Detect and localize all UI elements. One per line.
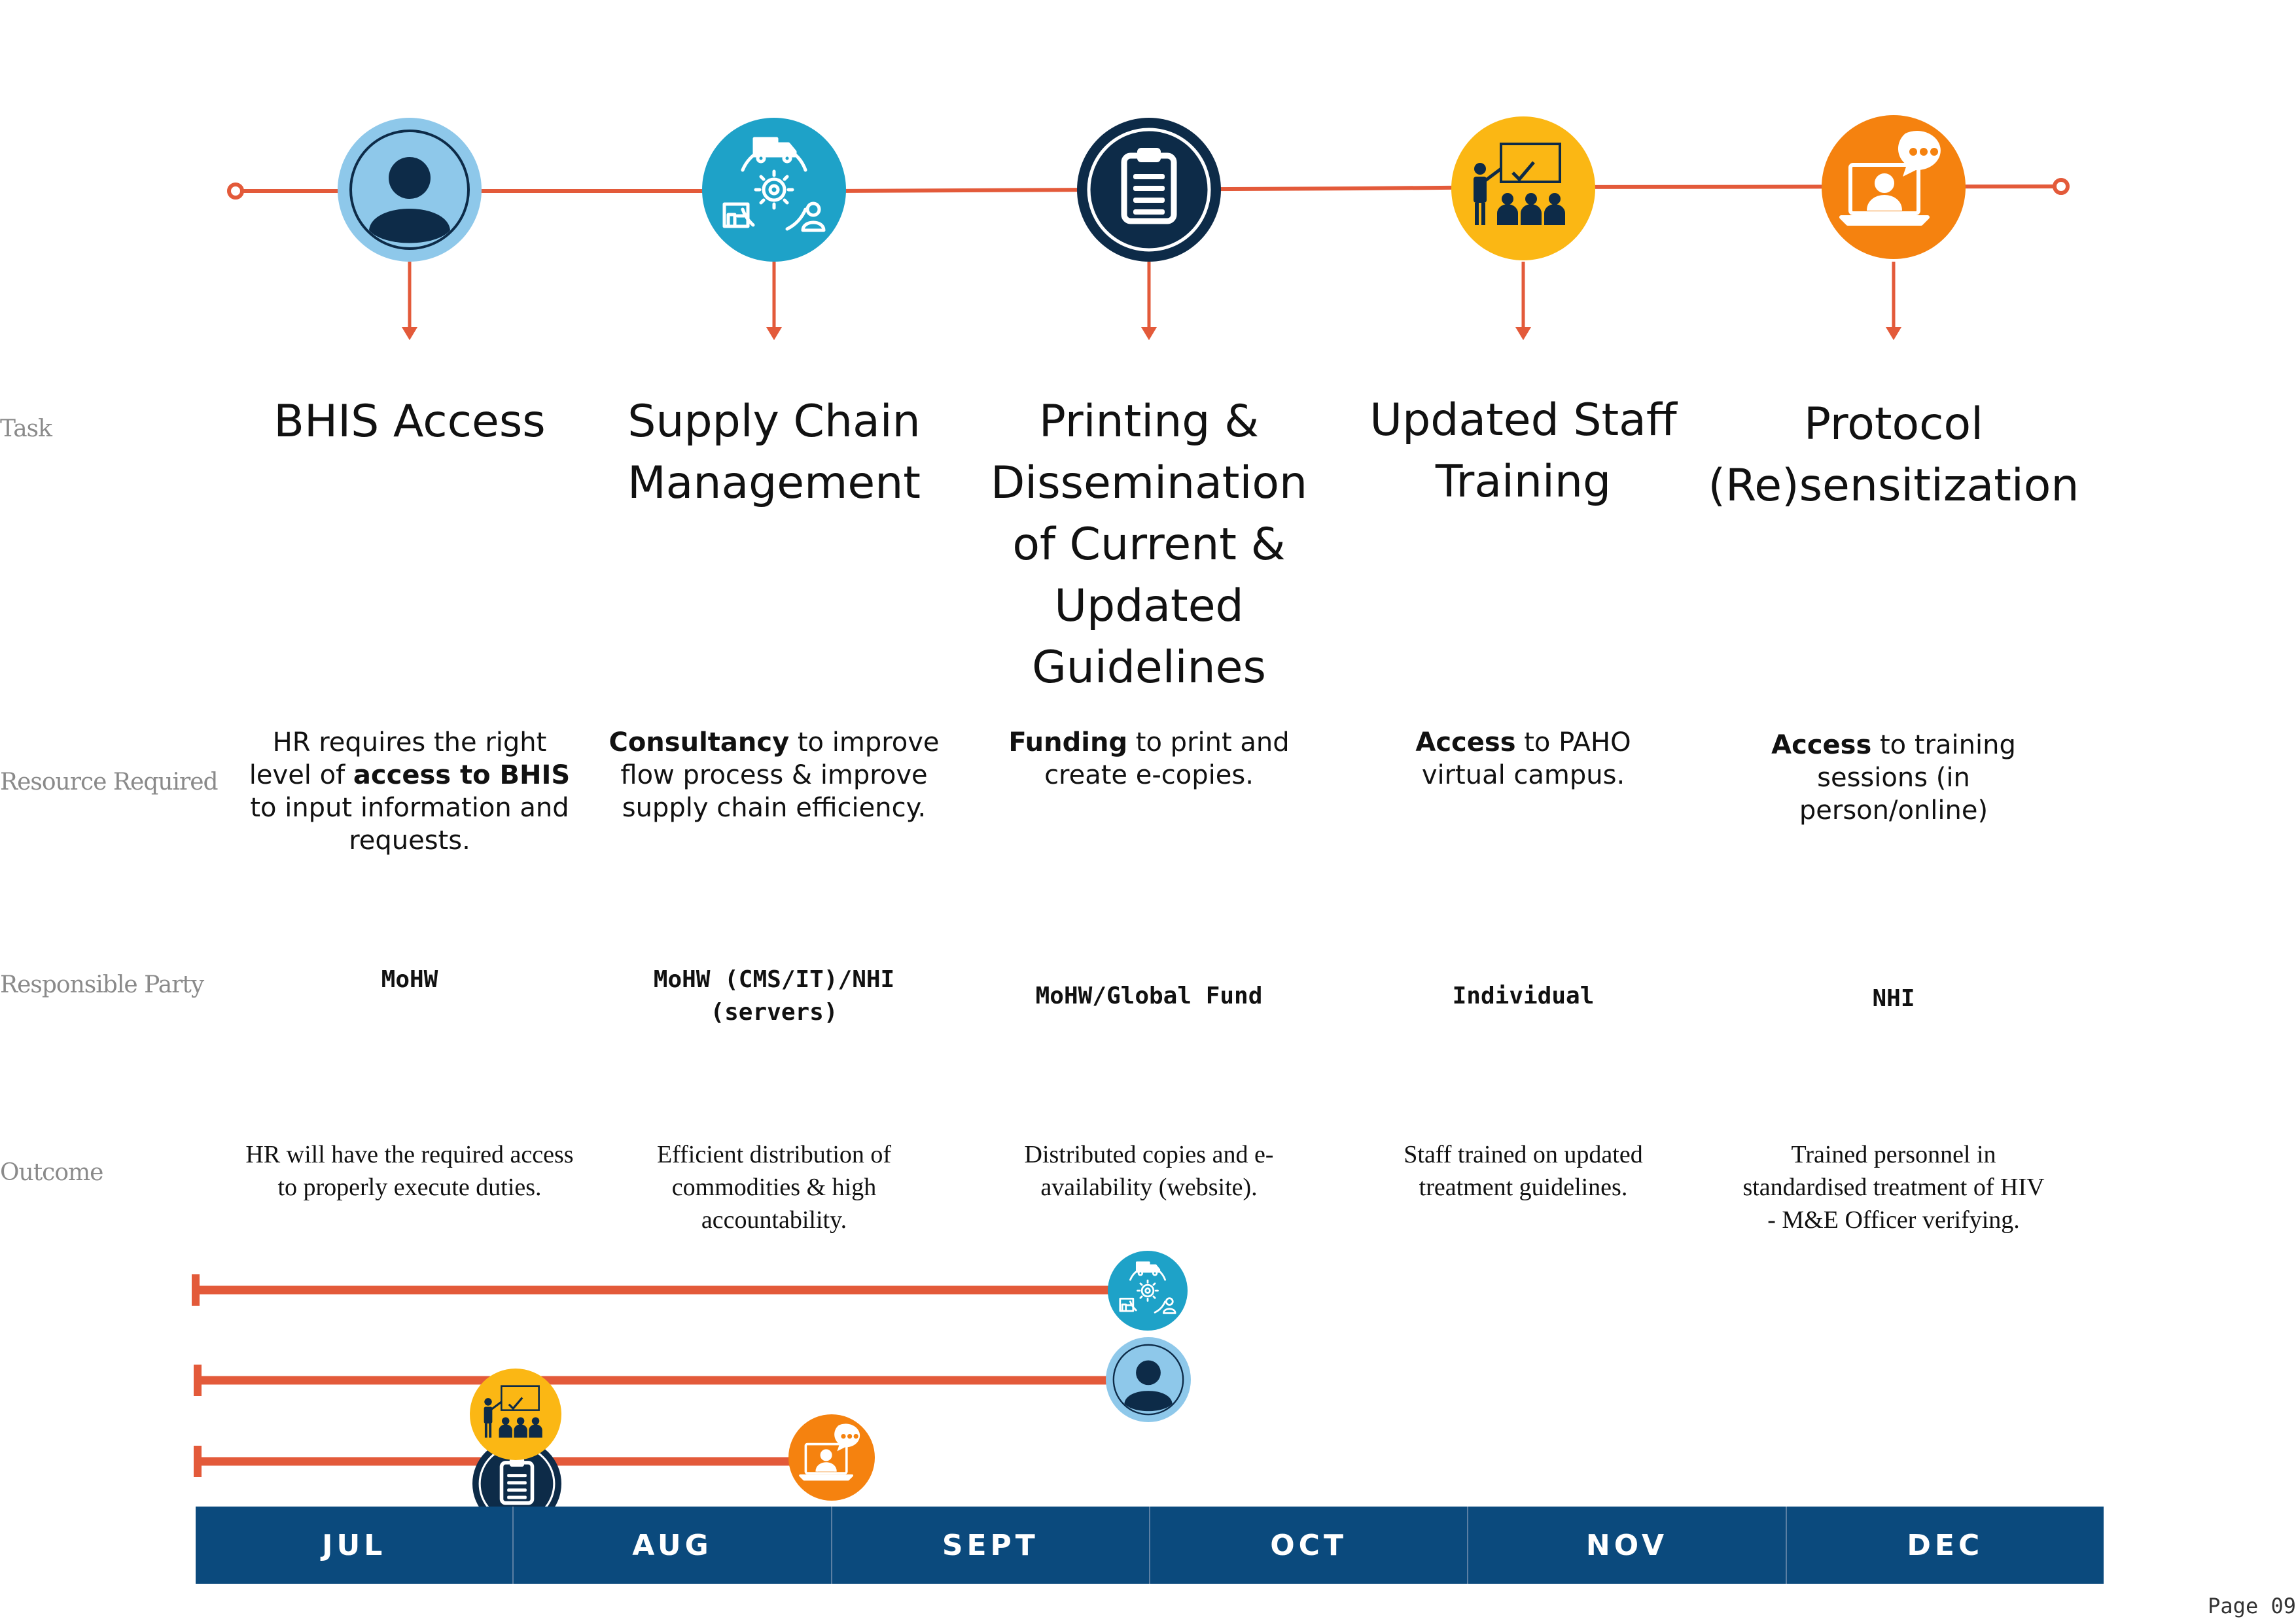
task-title-protocol: Protocol (Re)sensitization	[1708, 398, 2079, 512]
clipboard-icon	[1077, 118, 1221, 262]
resource-printing: Funding to print and create e-copies.	[1008, 727, 1290, 790]
outcome-protocol: Trained personnel in standardised treatm…	[1742, 1141, 2045, 1234]
supply-chain-milestone-icon	[1108, 1251, 1188, 1331]
resource-staff-training: Access to PAHO virtual campus.	[1415, 727, 1631, 790]
month-nov: NOV	[1468, 1507, 1787, 1584]
person-icon	[338, 118, 482, 262]
row-label-task: Task	[0, 415, 52, 442]
person-milestone-icon	[1106, 1337, 1191, 1422]
online-session-milestone-icon	[788, 1414, 875, 1501]
resource-bhis-access: HR requires the right level of access to…	[249, 727, 571, 856]
outcome-bhis-access: HR will have the required access to prop…	[245, 1141, 574, 1201]
supply-chain-icon	[702, 118, 846, 262]
training-milestone-icon	[470, 1369, 561, 1460]
row-label-party: Responsible Party	[0, 971, 204, 998]
top-timeline-line	[227, 178, 2070, 200]
gantt-bars	[192, 1274, 1112, 1477]
month-oct: OCT	[1150, 1507, 1469, 1584]
party-printing: MoHW/Global Fund	[1035, 983, 1263, 1009]
party-staff-training: Individual	[1452, 983, 1595, 1009]
online-session-icon	[1822, 115, 1966, 259]
month-jul: JUL	[196, 1507, 514, 1584]
task-title-staff-training: Updated Staff Training	[1369, 394, 1677, 508]
party-protocol: NHI	[1872, 985, 1915, 1012]
party-bhis-access: MoHW	[381, 966, 438, 993]
month-dec: DEC	[1907, 1528, 1984, 1562]
training-icon	[1451, 116, 1595, 260]
task-title-bhis-access: BHIS Access	[274, 396, 546, 447]
outcome-staff-training: Staff trained on updated treatment guide…	[1404, 1141, 1643, 1201]
resource-protocol: Access to training sessions (in person/o…	[1771, 730, 2016, 826]
row-label-resource: Resource Required	[0, 769, 219, 795]
outcome-supply-chain: Efficient distribution of commodities & …	[656, 1141, 892, 1234]
party-supply-chain: MoHW (CMS/IT)/NHI (servers)	[653, 966, 895, 1026]
task-title-printing: Printing & Dissemination of Current & Up…	[990, 396, 1308, 693]
month-sept: SEPT	[832, 1507, 1150, 1584]
task-title-supply-chain: Supply Chain Management	[627, 396, 921, 509]
resource-supply-chain: Consultancy to improve flow process & im…	[609, 727, 940, 823]
row-label-outcome: Outcome	[0, 1159, 103, 1186]
month-axis-bar: JUL AUG SEPT OCT NOV DEC	[196, 1507, 2104, 1584]
down-arrows	[402, 262, 1901, 340]
outcome-printing: Distributed copies and e-availability (w…	[1024, 1141, 1274, 1201]
page-number: Page 09	[2208, 1594, 2296, 1618]
month-aug: AUG	[514, 1507, 832, 1584]
